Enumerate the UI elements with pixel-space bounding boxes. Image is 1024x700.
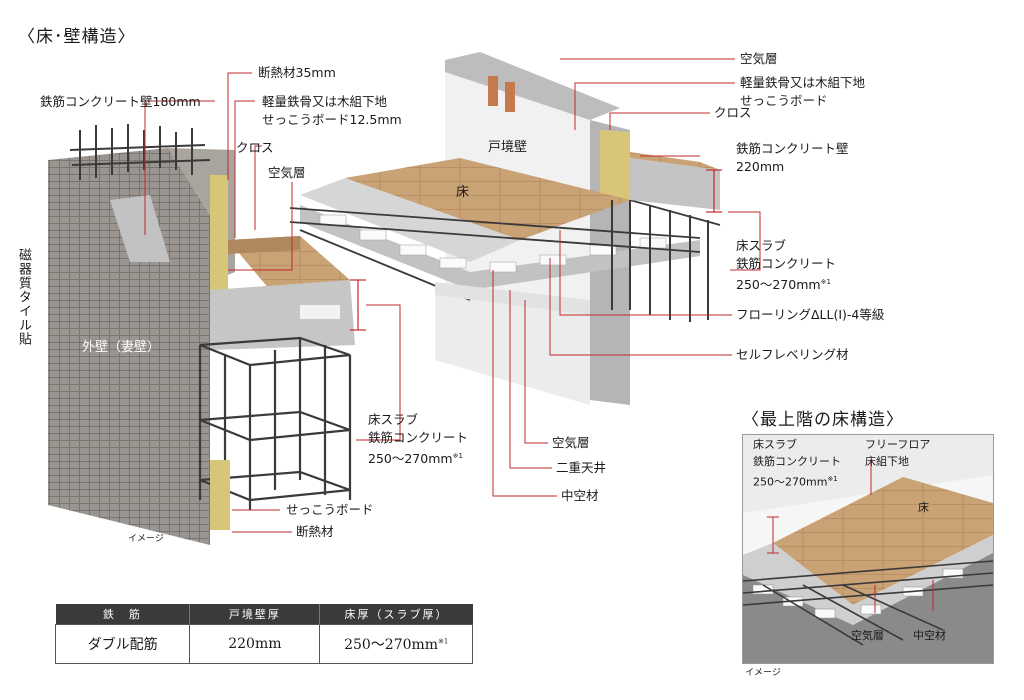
- leader-lines: [144, 58, 761, 533]
- label-light-steel-top: 軽量鉄骨又は木組下地: [740, 75, 866, 90]
- label-rc-wall-220: 鉄筋コンクリート壁: [736, 141, 849, 156]
- top-floor-label-floor: 床: [918, 501, 929, 514]
- label-outer-wall: 外壁（妻壁）: [82, 340, 161, 355]
- image-note-main: イメージ: [128, 534, 164, 544]
- label-slab-left-2: 鉄筋コンクリート: [368, 430, 469, 445]
- top-floor-label-air-layer: 空気層: [851, 629, 884, 642]
- label-rc-wall-220-mm: 220mm: [736, 159, 785, 174]
- label-gypsum-board-top: せっこうボード: [740, 93, 828, 108]
- partition-wall-block: [435, 52, 630, 405]
- section-title: 〈床･壁構造〉: [18, 27, 136, 47]
- column-rebar-cage: [198, 336, 352, 510]
- double-ceiling-board: [435, 282, 590, 315]
- label-air-layer-top: 空気層: [740, 51, 778, 66]
- label-self-leveling: セルフレベリング材: [736, 347, 849, 362]
- top-floor-label-slab-3: 250～270mm※1: [753, 475, 838, 489]
- label-air-layer-left: 空気層: [268, 165, 306, 180]
- spec-table-header: 鉄 筋 戸境壁厚 床厚（スラブ厚）: [55, 604, 473, 625]
- spec-cell-rebar: ダブル配筋: [54, 624, 191, 664]
- label-double-ceiling: 二重天井: [556, 460, 607, 475]
- left-floor-slab: [210, 236, 355, 350]
- top-floor-inset: 床スラブ 鉄筋コンクリート 250～270mm※1 フリーフロア 床組下地 床 …: [742, 434, 994, 664]
- label-rc-wall-180: 鉄筋コンクリート壁180mm: [40, 94, 201, 109]
- top-floor-label-slab-1: 床スラブ: [753, 438, 797, 451]
- label-cross-right: クロス: [714, 105, 752, 120]
- label-slab-right-1: 床スラブ: [736, 238, 787, 253]
- image-note-inset: イメージ: [745, 668, 781, 678]
- spec-cell-wall-thickness: 220mm: [189, 624, 321, 664]
- main-floor: [289, 158, 721, 301]
- dimension-markers: [350, 169, 722, 331]
- label-gypsum-board-bottom: せっこうボード: [286, 502, 374, 517]
- top-floor-label-floor-base: 床組下地: [865, 455, 909, 468]
- top-floor-label-hollow: 中空材: [913, 629, 946, 642]
- spec-table: 鉄 筋 戸境壁厚 床厚（スラブ厚） ダブル配筋 220mm 250～270mm※…: [54, 604, 473, 664]
- label-air-layer-mid: 空気層: [552, 435, 590, 450]
- label-floor-main: 床: [456, 185, 470, 200]
- bottom-insulation: [210, 460, 230, 530]
- top-floor-diagram: [743, 435, 993, 663]
- spec-header-rebar: 鉄 筋: [55, 604, 190, 625]
- label-cross-left: クロス: [236, 140, 274, 155]
- outer-wall-block: [48, 124, 235, 545]
- label-light-steel-base: 軽量鉄骨又は木組下地: [262, 94, 388, 109]
- top-floor-label-free-floor: フリーフロア: [865, 438, 931, 451]
- label-porcelain-tile: 磁器質タイル貼: [16, 248, 31, 346]
- label-slab-left-1: 床スラブ: [368, 412, 419, 427]
- label-slab-right-3: 250～270mm※1: [736, 277, 831, 293]
- label-gypsum-board-12-5: せっこうボード12.5mm: [262, 112, 402, 127]
- top-floor-label-slab-2: 鉄筋コンクリート: [753, 455, 841, 468]
- label-hollow-material: 中空材: [561, 488, 599, 503]
- label-partition-wall: 戸境壁: [488, 140, 528, 155]
- spec-cell-floor-thickness: 250～270mm※1: [319, 624, 473, 664]
- label-slab-right-2: 鉄筋コンクリート: [736, 256, 837, 271]
- spec-table-row: ダブル配筋 220mm 250～270mm※1: [54, 624, 473, 664]
- label-insulation-bottom: 断熱材: [296, 524, 334, 539]
- spec-header-wall-thickness: 戸境壁厚: [189, 604, 320, 625]
- top-floor-title: 〈最上階の床構造〉: [742, 410, 904, 430]
- label-insulation-35: 断熱材35mm: [258, 65, 336, 80]
- label-flooring: フローリングΔLL(Ⅰ)-4等級: [736, 307, 885, 322]
- spec-header-floor-thickness: 床厚（スラブ厚）: [319, 604, 473, 625]
- label-slab-left-3: 250～270mm※1: [368, 451, 463, 467]
